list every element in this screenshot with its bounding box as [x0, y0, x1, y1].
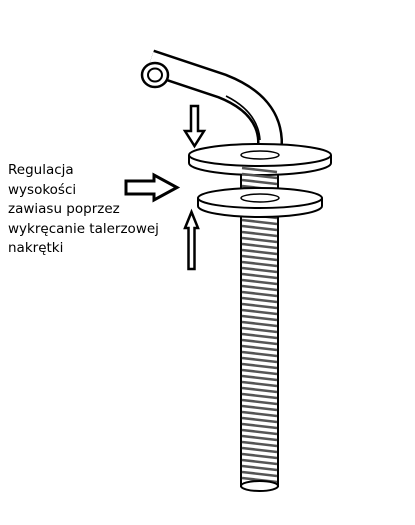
thread-line — [241, 338, 278, 346]
thread-line — [241, 422, 278, 430]
thread-line — [241, 362, 278, 370]
thread-line — [241, 332, 278, 340]
caption-line: wysokości — [8, 181, 77, 198]
thread-line — [241, 458, 278, 466]
rod-threads-between-plates — [241, 166, 278, 192]
caption-line: Regulacja — [8, 162, 74, 178]
thread-line — [241, 392, 278, 400]
thread-line — [241, 350, 278, 358]
thread-line — [241, 440, 278, 448]
thread-line — [241, 272, 278, 280]
arrow-right-icon — [124, 172, 181, 203]
thread-line — [241, 416, 278, 424]
thread-line — [241, 230, 278, 238]
thread-line — [241, 224, 278, 232]
thread-line — [241, 470, 278, 478]
thread-line — [241, 380, 278, 388]
thread-line — [241, 278, 278, 286]
thread-line — [241, 452, 278, 460]
thread-line — [241, 284, 278, 292]
thread-line — [241, 266, 278, 274]
thread-line — [241, 410, 278, 418]
thread-line — [241, 242, 278, 250]
adjustment-caption: Regulacja wysokości zawiasu poprzez wykr… — [8, 161, 183, 259]
thread-line — [241, 398, 278, 406]
thread-line — [241, 236, 278, 244]
thread-line — [241, 356, 278, 364]
thread-line — [241, 386, 278, 394]
thread-line — [241, 254, 278, 262]
arrow-down-icon — [182, 104, 207, 149]
caption-line: nakrętki — [8, 240, 64, 256]
thread-line — [241, 446, 278, 454]
thread-line — [241, 314, 278, 322]
thread-line — [241, 248, 278, 256]
thread-line — [241, 296, 278, 304]
arrow-up-icon — [183, 208, 200, 271]
thread-line — [241, 260, 278, 268]
thread-line — [241, 218, 278, 226]
thread-line — [241, 464, 278, 472]
thread-line — [241, 290, 278, 298]
thread-line — [241, 434, 278, 442]
thread-line — [241, 308, 278, 316]
thread-line — [241, 326, 278, 334]
thread-line — [241, 368, 278, 376]
caption-line: zawiasu poprzez — [8, 201, 120, 217]
caption-line: wykręcanie talerzowej — [8, 220, 159, 237]
bent-tube — [140, 49, 283, 153]
thread-line — [241, 404, 278, 412]
lower-plate-nut — [197, 187, 323, 218]
upper-plate-nut — [188, 143, 332, 176]
thread-line — [241, 374, 278, 382]
thread-line — [241, 428, 278, 436]
thread-line — [241, 302, 278, 310]
thread-line — [241, 344, 278, 352]
thread-line — [241, 320, 278, 328]
